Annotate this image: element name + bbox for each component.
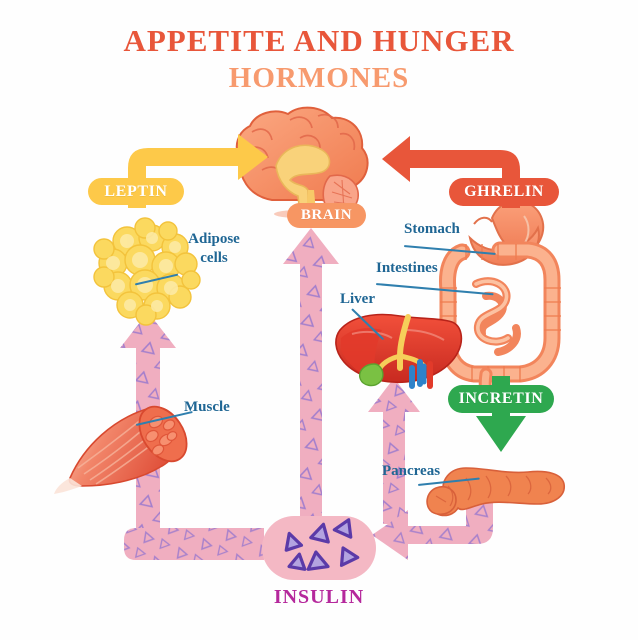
pancreas-to-insulin-arrow [372, 470, 493, 560]
badge-leptin[interactable]: LEPTIN [88, 178, 184, 205]
badge-ghrelin[interactable]: GHRELIN [449, 178, 559, 206]
label-adipose-cells: Adipose cells [188, 231, 240, 266]
adipose-cells-illustration [93, 217, 201, 326]
title-line-1: APPETITE AND HUNGER [123, 23, 515, 58]
label-stomach: Stomach [404, 221, 460, 237]
ghrelin-arrow [382, 136, 520, 208]
stomach-intestines-illustration [439, 199, 561, 413]
label-insulin: INSULIN [273, 586, 365, 608]
badge-brain[interactable]: BRAIN [287, 203, 366, 228]
insulin-to-brain-arrow [283, 228, 339, 524]
badge-incretin[interactable]: INCRETIN [448, 385, 554, 413]
liver-illustration [335, 313, 463, 389]
label-liver: Liver [340, 291, 375, 307]
incretin-arrow [476, 376, 526, 452]
label-muscle: Muscle [184, 399, 230, 415]
page-title: APPETITE AND HUNGER HORMONES [0, 22, 638, 96]
insulin-bottom-left-path [124, 528, 264, 560]
insulin-vesicle [262, 516, 376, 580]
insulin-to-liver-arrow [368, 378, 420, 524]
label-pancreas: Pancreas [382, 463, 441, 479]
label-intestines: Intestines [376, 260, 438, 276]
leptin-arrow [128, 134, 268, 208]
title-line-2: HORMONES [228, 62, 410, 94]
insulin-molecules [284, 518, 360, 571]
